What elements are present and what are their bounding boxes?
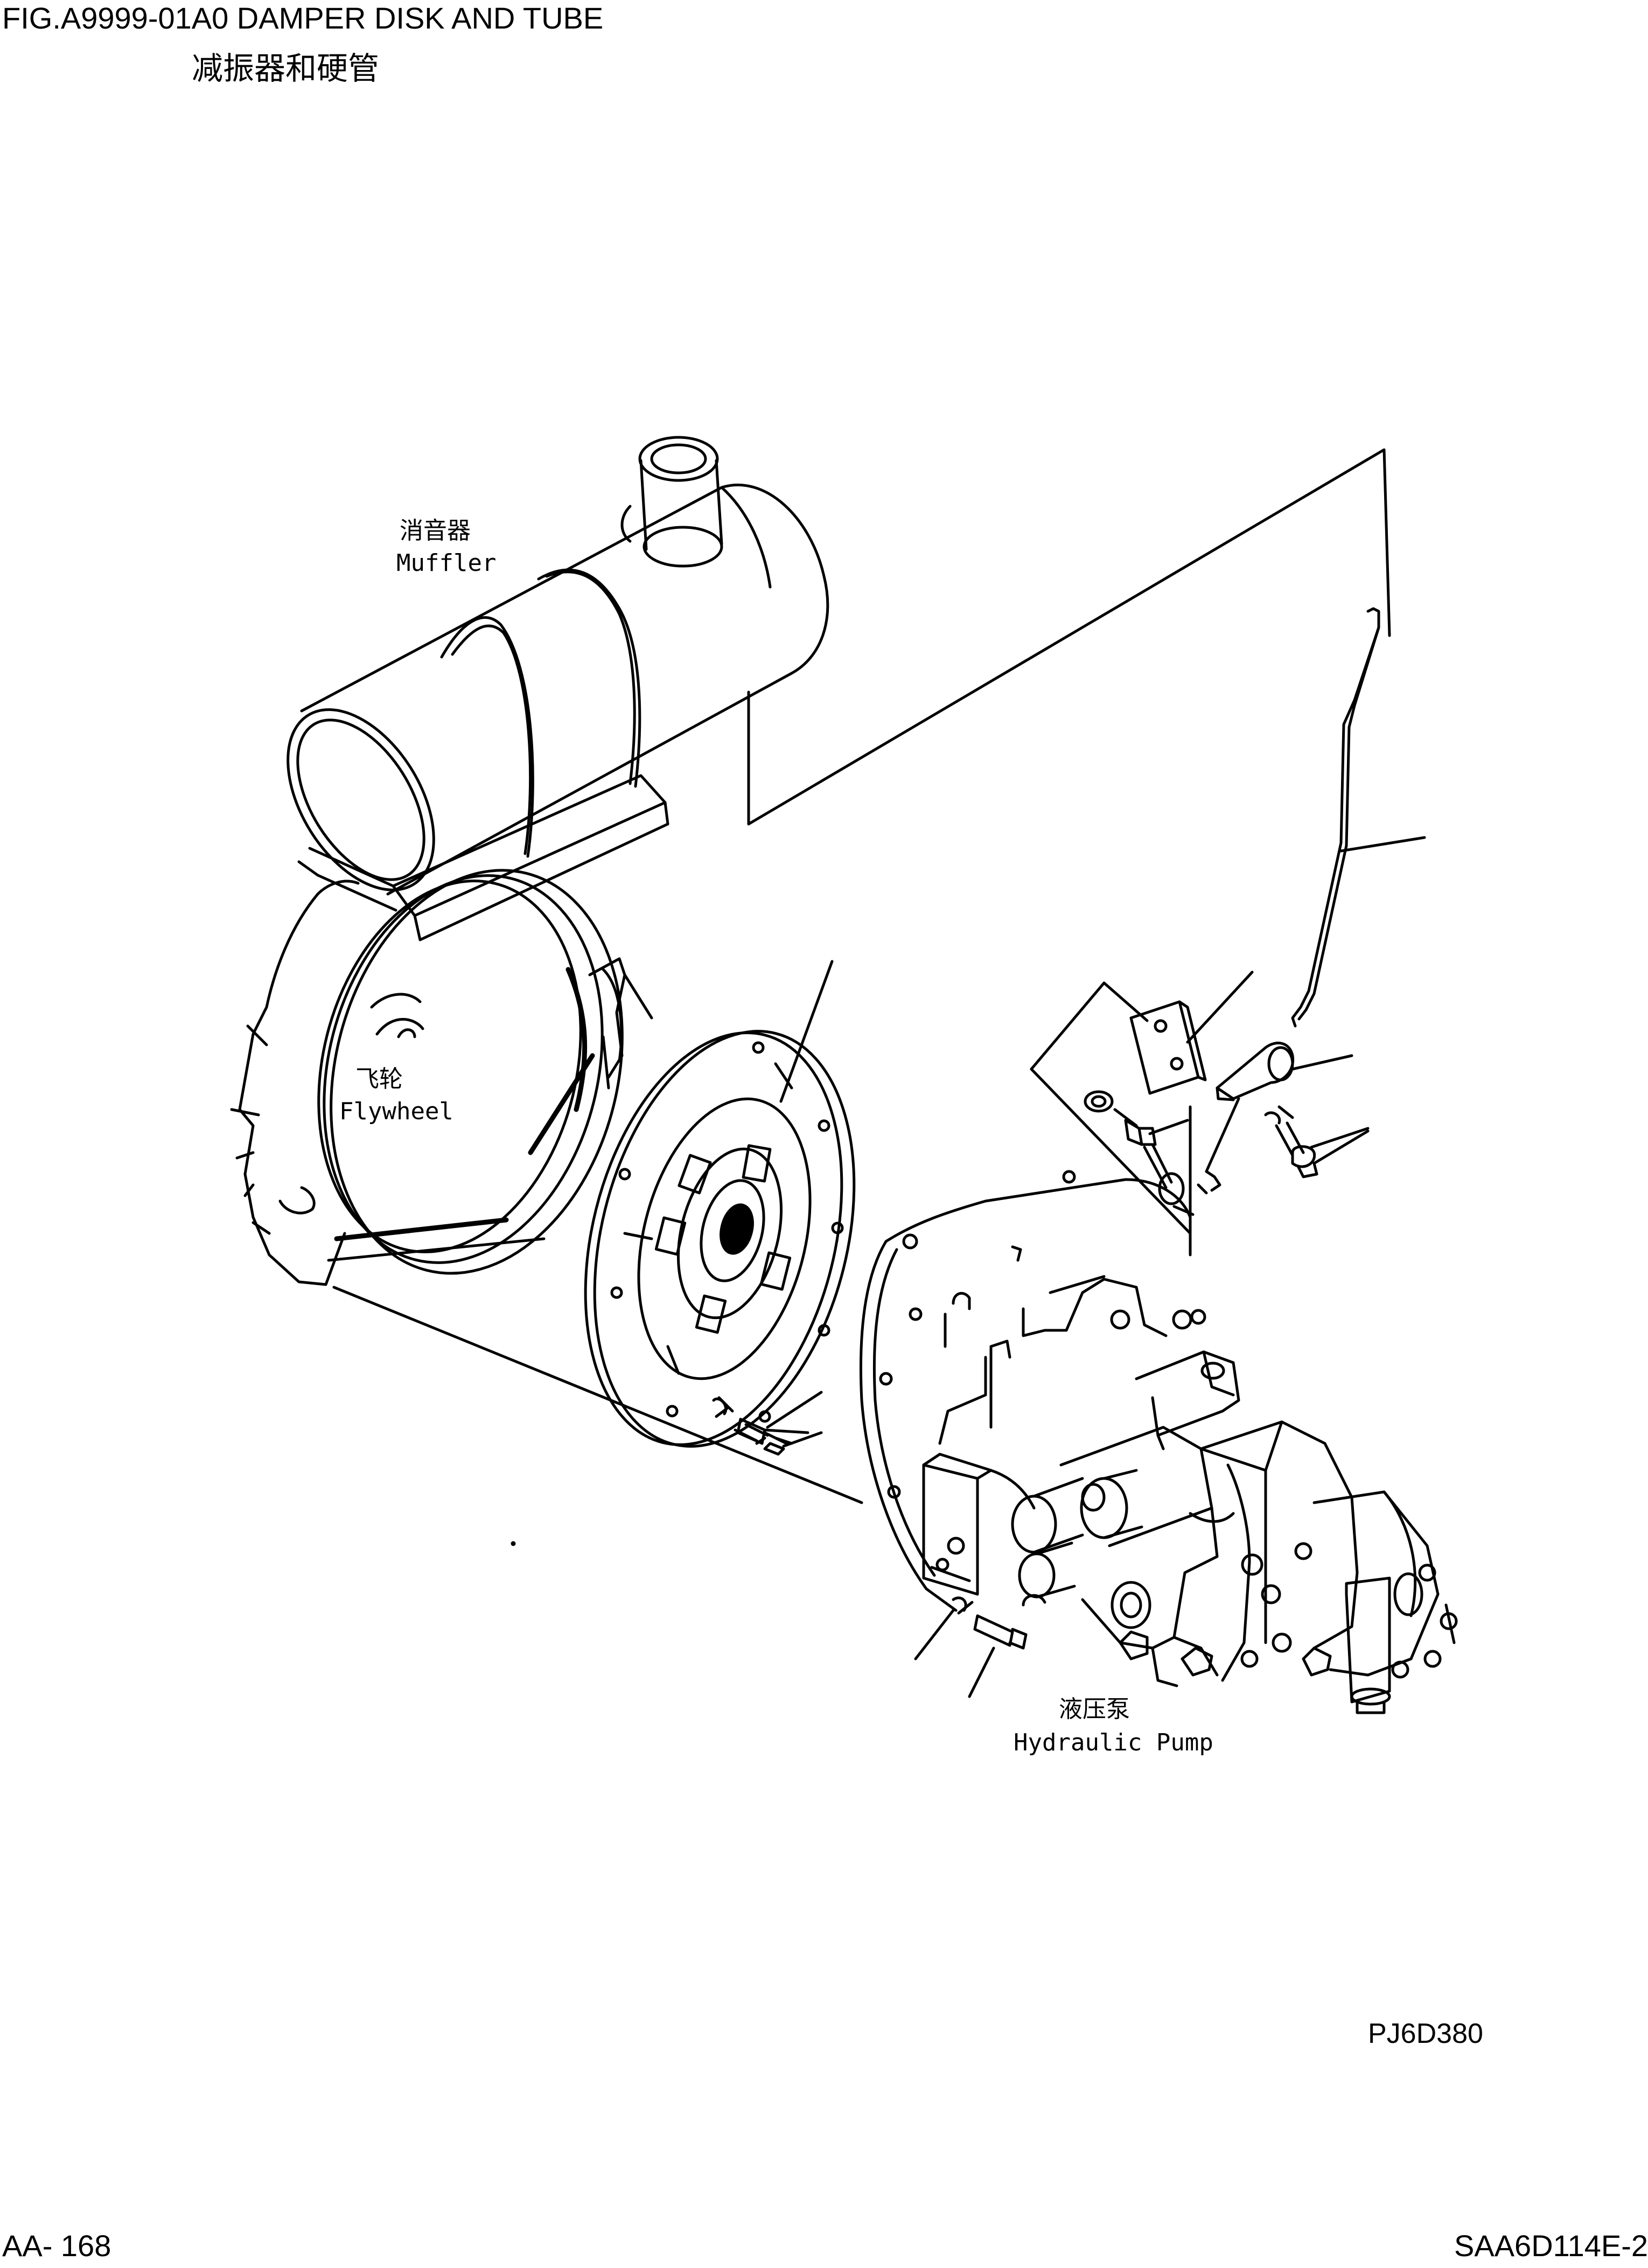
stray-mark bbox=[512, 1543, 514, 1545]
pump-bolt bbox=[916, 1598, 1026, 1697]
muffler-label: Muffler bbox=[396, 549, 497, 577]
drawing-code: PJ6D380 bbox=[1368, 2018, 1483, 2049]
flywheel-housing bbox=[232, 881, 625, 1285]
hydraulic-pump-label: Hydraulic Pump bbox=[1014, 1729, 1213, 1756]
figure-title: FIG.A9999-01A0 DAMPER DISK AND TUBE bbox=[2, 1, 604, 35]
leader-damper-disk bbox=[781, 961, 832, 1101]
flywheel-label-chinese: 飞轮 bbox=[355, 1065, 403, 1093]
hydraulic-pump-label-chinese: 液压泵 bbox=[1059, 1695, 1130, 1723]
flywheel-label: Flywheel bbox=[339, 1098, 453, 1125]
damper-disk bbox=[545, 1004, 895, 1474]
muffler-label-chinese: 消音器 bbox=[400, 517, 471, 545]
clamp-assembly bbox=[1031, 972, 1368, 1233]
model-code: SAA6D114E-2 bbox=[1454, 2229, 1648, 2263]
damper-bolt bbox=[714, 1392, 821, 1454]
muffler bbox=[258, 437, 828, 940]
figure-title-chinese: 减振器和硬管 bbox=[192, 50, 380, 87]
hydraulic-pump bbox=[861, 1171, 1456, 1713]
page-number: AA- 168 bbox=[2, 2229, 111, 2263]
flywheel bbox=[281, 839, 663, 1304]
tube bbox=[1293, 609, 1424, 1026]
